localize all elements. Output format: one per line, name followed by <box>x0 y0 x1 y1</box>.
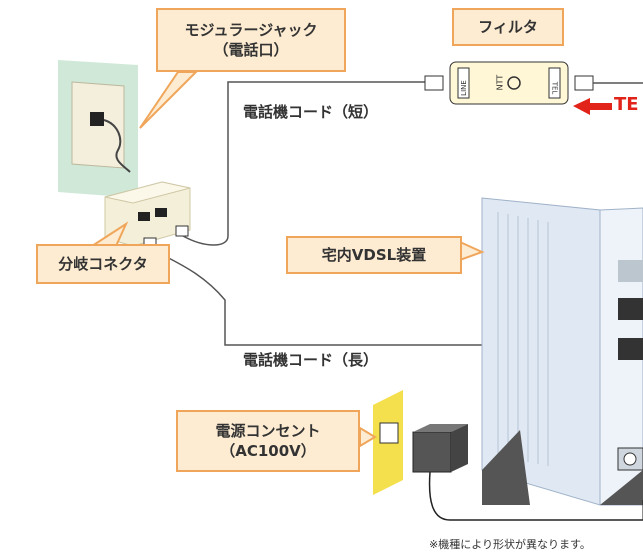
callout-power-outlet: 電源コンセント （AC100V） <box>176 410 360 472</box>
callout-splitter: 分岐コネクタ <box>36 244 170 284</box>
splitter-illustration <box>104 181 191 249</box>
vdsl-device-illustration <box>481 197 643 506</box>
filter-tel-text: TEL <box>550 81 559 95</box>
power-outlet-illustration <box>373 390 643 521</box>
callout-vdsl: 宅内VDSL装置 <box>286 236 462 274</box>
label-cord-short: 電話機コード（短） <box>243 103 379 121</box>
filter-line-text: LINE <box>459 80 468 96</box>
label-tel-direction: TE <box>614 94 639 115</box>
note-model-variation: ※機種により形状が異なります。 <box>429 538 591 551</box>
filter-ntt-text: NTT <box>495 74 505 91</box>
callout-filter: フィルタ <box>452 8 564 46</box>
modular-jack-illustration <box>58 60 138 198</box>
tel-arrow-icon <box>573 98 612 115</box>
callout-modular-jack: モジュラージャック （電話口） <box>156 8 346 72</box>
label-cord-long: 電話機コード（長） <box>243 351 379 369</box>
filter-illustration <box>424 61 643 105</box>
